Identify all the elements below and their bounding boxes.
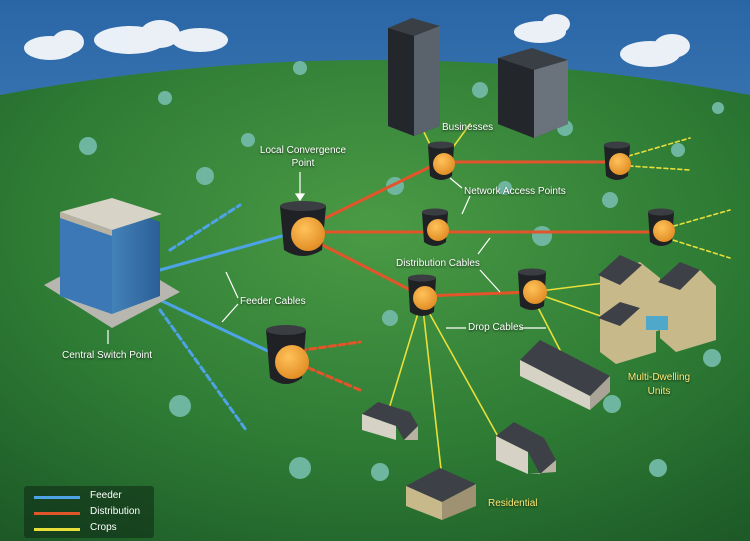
access-point-node — [428, 141, 455, 180]
access-point-node — [518, 268, 547, 310]
legend-swatch-distribution — [34, 512, 80, 515]
distribution-cables-label: Distribution Cables — [396, 258, 480, 269]
network-access-points-label: Network Access Points — [464, 186, 566, 197]
cloud — [94, 20, 228, 54]
row-houses — [520, 340, 610, 410]
house-center — [406, 468, 476, 520]
access-point-node — [422, 208, 449, 246]
grass-hill — [0, 60, 750, 541]
legend-label-crops: Crops — [90, 522, 117, 533]
cloud — [514, 14, 570, 43]
access-point-node — [408, 274, 437, 316]
local-convergence-label: Local Convergence — [259, 145, 347, 156]
callout-arrows — [107, 172, 546, 344]
business-tower — [388, 18, 440, 136]
businesses-label: Businesses — [442, 122, 494, 133]
legend-label-distribution: Distribution — [90, 506, 141, 517]
multi-dwelling-houses — [598, 255, 716, 364]
access-point-node — [604, 141, 631, 180]
house-right — [496, 422, 556, 474]
business-block — [498, 48, 568, 138]
central-switch-building — [44, 198, 180, 328]
legend: Feeder Distribution Crops — [24, 486, 154, 538]
tree-group — [79, 61, 724, 481]
legend-swatch-feeder — [34, 496, 80, 499]
local-convergence-label-2: Point — [291, 158, 315, 169]
residential-label: Residential — [488, 498, 538, 509]
feeder-cables — [158, 203, 284, 432]
multi-dwelling-label: Multi-Dwelling — [627, 372, 691, 383]
house-left — [362, 402, 418, 440]
drop-cables-label: Drop Cables — [468, 322, 524, 333]
access-point-node — [648, 208, 675, 246]
central-switch-point-label: Central Switch Point — [62, 350, 153, 361]
legend-swatch-crops — [34, 528, 80, 531]
local-convergence-node — [280, 201, 326, 256]
multi-dwelling-label-2: Units — [647, 386, 671, 397]
legend-label-feeder: Feeder — [90, 490, 122, 501]
cloud — [24, 30, 84, 60]
local-convergence-node-2 — [266, 325, 309, 384]
feeder-cables-label: Feeder Cables — [240, 296, 306, 307]
cloud — [620, 34, 690, 67]
